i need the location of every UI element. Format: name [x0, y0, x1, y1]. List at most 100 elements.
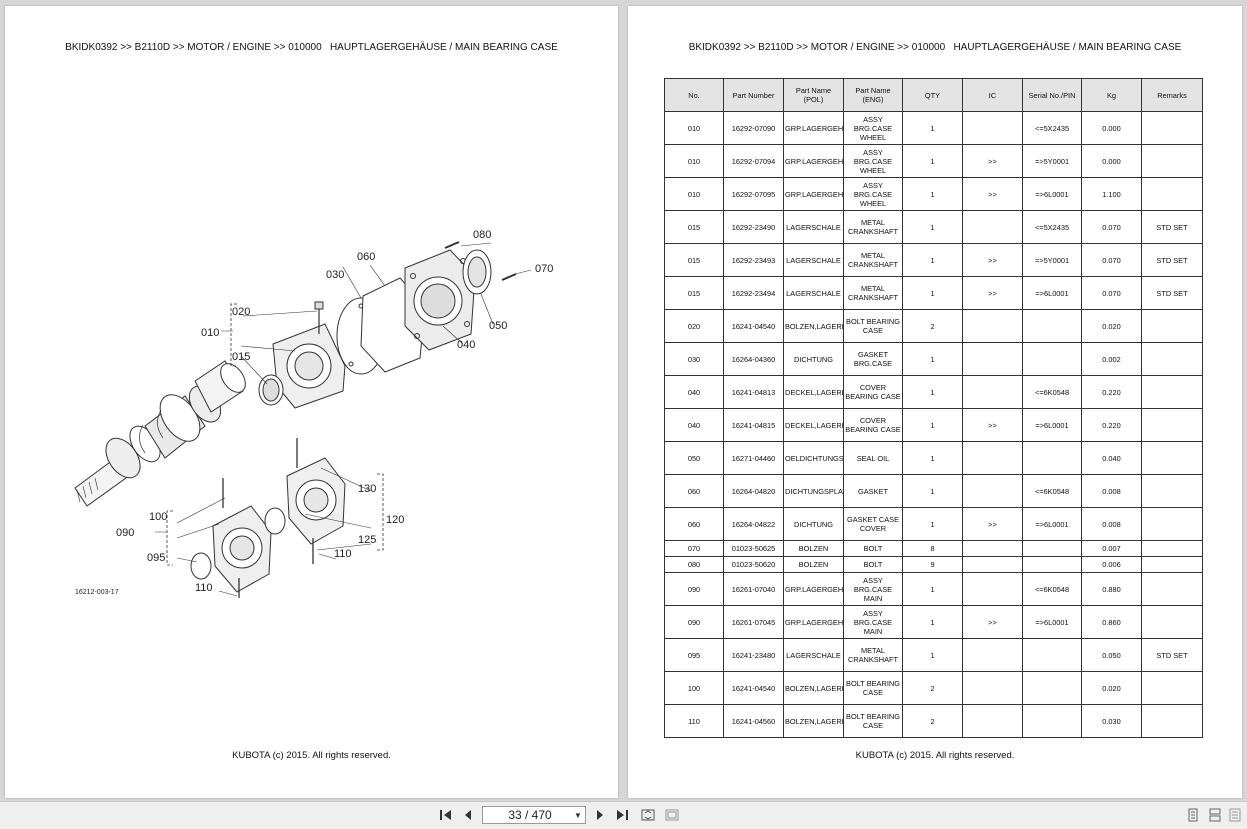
callout-110a: 110 [334, 548, 352, 560]
cell-remarks: STD SET [1141, 276, 1203, 310]
cell-qty: 1 [902, 144, 963, 178]
cell-remarks [1141, 474, 1203, 508]
cell-remarks [1141, 540, 1203, 557]
cell-kg: 0.880 [1081, 572, 1142, 606]
cell-part-name-pol: OELDICHTUNGSRING [783, 441, 844, 475]
cell-no: 010 [664, 144, 724, 178]
cell-serial: <=6K0548 [1022, 572, 1082, 606]
page-number-select[interactable]: 33 / 470 ▼ [482, 806, 586, 824]
first-page-icon[interactable] [438, 807, 454, 823]
cell-part-name-pol: LAGERSCHALE [783, 276, 844, 310]
cell-remarks [1141, 556, 1203, 573]
cell-serial [1022, 441, 1082, 475]
cell-ic [962, 704, 1023, 738]
cell-remarks: STD SET [1141, 243, 1203, 277]
prev-page-icon[interactable] [460, 807, 476, 823]
cell-remarks [1141, 111, 1203, 145]
cell-part-name-eng: METAL CRANKSHAFT [843, 243, 903, 277]
cell-part-number: 16264-04822 [723, 507, 784, 541]
cell-part-number: 16292-23490 [723, 210, 784, 244]
last-page-icon[interactable] [614, 807, 630, 823]
cell-no: 080 [664, 556, 724, 573]
two-page-icon[interactable] [1208, 807, 1222, 823]
cell-part-number: 16241-04540 [723, 671, 784, 705]
page-footer-left: KUBOTA (c) 2015. All rights reserved. [232, 750, 391, 761]
cell-kg: 0.008 [1081, 507, 1142, 541]
cell-qty: 1 [902, 375, 963, 409]
cell-ic: >> [962, 507, 1023, 541]
cell-serial: <=6K0548 [1022, 474, 1082, 508]
cell-no: 015 [664, 210, 724, 244]
fit-page-icon[interactable] [640, 807, 656, 823]
cell-qty: 2 [902, 309, 963, 343]
callout-080: 080 [473, 229, 491, 241]
cell-part-name-pol: BOLZEN,LAGERKASTEN [783, 309, 844, 343]
cell-part-name-eng: BOLT BEARING CASE [843, 671, 903, 705]
cell-no: 010 [664, 177, 724, 211]
cell-part-name-pol: BOLZEN,LAGERKASTEN [783, 704, 844, 738]
cell-serial: =>6L0001 [1022, 605, 1082, 639]
scroll-view-icon[interactable] [1228, 807, 1242, 823]
cell-ic: >> [962, 276, 1023, 310]
cell-part-name-eng: ASSY BRG.CASE WHEEL [843, 111, 903, 145]
cell-part-name-eng: BOLT [843, 540, 903, 557]
cell-part-name-pol: LAGERSCHALE [783, 638, 844, 672]
callout-030: 030 [326, 269, 344, 281]
cell-remarks [1141, 507, 1203, 541]
cell-no: 030 [664, 342, 724, 376]
cell-part-name-pol: DECKEL,LAGERKASTEN [783, 375, 844, 409]
cell-part-number: 16261-07045 [723, 605, 784, 639]
col-header-qty: QTY [902, 78, 963, 112]
cell-no: 060 [664, 507, 724, 541]
cell-kg: 0.002 [1081, 342, 1142, 376]
cell-no: 040 [664, 408, 724, 442]
right-page: BKIDK0392 >> B2110D >> MOTOR / ENGINE >>… [628, 6, 1242, 798]
cell-part-name-eng: ASSY BRG.CASE WHEEL [843, 144, 903, 178]
cell-part-name-eng: BOLT BEARING CASE [843, 309, 903, 343]
left-page: BKIDK0392 >> B2110D >> MOTOR / ENGINE >>… [5, 6, 618, 798]
callout-010: 010 [201, 327, 219, 339]
cell-remarks [1141, 408, 1203, 442]
cell-ic [962, 572, 1023, 606]
cell-part-number: 16271-04460 [723, 441, 784, 475]
cell-serial [1022, 556, 1082, 573]
cell-serial [1022, 309, 1082, 343]
next-page-icon[interactable] [592, 807, 608, 823]
cell-no: 090 [664, 605, 724, 639]
cell-part-name-pol: BOLZEN [783, 540, 844, 557]
callout-130: 130 [358, 483, 376, 495]
cell-part-name-eng: ASSY BRG.CASE MAIN [843, 572, 903, 606]
cell-kg: 0.040 [1081, 441, 1142, 475]
cell-ic: >> [962, 408, 1023, 442]
cell-no: 040 [664, 375, 724, 409]
single-page-icon[interactable] [1186, 807, 1200, 823]
col-header-part-number: Part Number [723, 78, 784, 112]
cell-serial: =>6L0001 [1022, 177, 1082, 211]
callout-060: 060 [357, 251, 375, 263]
bearing-case-upper-drawing [258, 301, 346, 409]
cell-no: 110 [664, 704, 724, 738]
cell-part-name-eng: GASKET BRG.CASE [843, 342, 903, 376]
cell-remarks [1141, 605, 1203, 639]
cell-ic [962, 671, 1023, 705]
cell-kg: 0.007 [1081, 540, 1142, 557]
bolt-070-drawing [501, 273, 517, 281]
callout-020: 020 [232, 306, 250, 318]
cell-remarks [1141, 144, 1203, 178]
cell-kg: 0.020 [1081, 309, 1142, 343]
cell-kg: 1.100 [1081, 177, 1142, 211]
col-header-remarks: Remarks [1141, 78, 1203, 112]
cell-part-name-eng: ASSY BRG.CASE WHEEL [843, 177, 903, 211]
cell-ic [962, 342, 1023, 376]
cell-part-name-eng: SEAL OIL [843, 441, 903, 475]
fit-width-icon[interactable] [664, 807, 680, 823]
cell-part-name-pol: DICHTUNG [783, 507, 844, 541]
cell-part-name-pol: BOLZEN,LAGERKASTEN [783, 671, 844, 705]
cell-part-number: 16241-04813 [723, 375, 784, 409]
